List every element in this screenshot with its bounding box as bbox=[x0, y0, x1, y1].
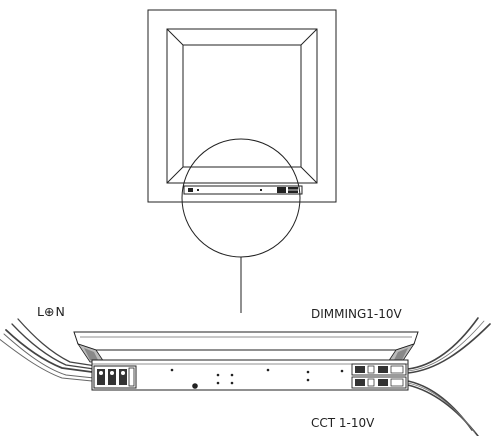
panel-frame-inner bbox=[182, 44, 302, 168]
input-label: L⊕N bbox=[37, 305, 65, 319]
neutral-label: N bbox=[55, 304, 65, 319]
panel-frame-outer bbox=[166, 28, 318, 184]
cct-cable bbox=[407, 380, 479, 436]
panel-profile bbox=[73, 331, 419, 363]
panel-top-view bbox=[147, 9, 337, 203]
ground-icon: ⊕ bbox=[43, 304, 55, 319]
dimming-label: DIMMING1-10V bbox=[311, 307, 402, 321]
dimming-cable bbox=[407, 317, 491, 374]
ceiling-outer-frame bbox=[147, 9, 337, 203]
cct-label: CCT 1-10V bbox=[311, 416, 375, 430]
live-label: L bbox=[37, 304, 44, 319]
input-cable bbox=[0, 318, 97, 382]
driver-small bbox=[183, 185, 303, 195]
magnifier-circle bbox=[181, 138, 301, 258]
driver-body bbox=[91, 359, 409, 391]
